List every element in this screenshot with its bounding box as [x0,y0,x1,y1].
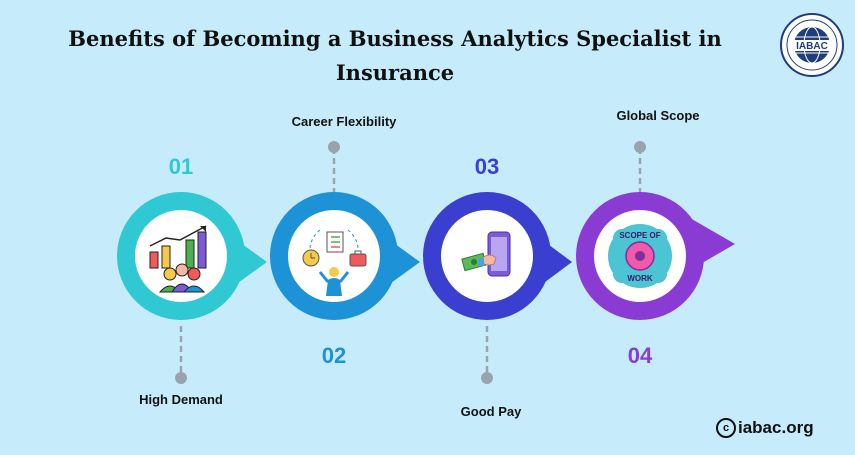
connector-01 [175,326,187,384]
footer-site: iabac.org [738,418,814,437]
step-label-04: Global Scope [616,108,700,123]
iabac-logo: IABAC [780,13,844,77]
step-label-03: Good Pay [460,404,522,419]
footer-credit: c iabac.org [716,418,814,438]
growth-chart-people-icon [149,225,207,293]
career-flexibility-icon [302,229,367,296]
step-number-04: 04 [627,343,653,368]
badge-line2: WORK [627,274,653,283]
connector-04 [634,141,646,196]
logo-text: IABAC [796,41,828,52]
connector-03 [481,326,493,384]
badge-line1: SCOPE OF [619,231,660,240]
step-number-02: 02 [321,343,347,368]
copyright-icon: c [716,418,736,438]
connector-02 [328,141,340,196]
scope-of-work-badge-icon: SCOPE OF WORK [608,224,672,288]
step-number-01: 01 [168,154,194,179]
phone-payment-icon [461,231,511,277]
step-node-02 [270,192,420,320]
step-node-01 [117,192,267,320]
step-number-03: 03 [474,154,500,179]
step-label-01: High Demand [139,392,223,407]
step-label-02: Career Flexibility [291,114,397,129]
page-title: Benefits of Becoming a Business Analytic… [68,26,722,85]
